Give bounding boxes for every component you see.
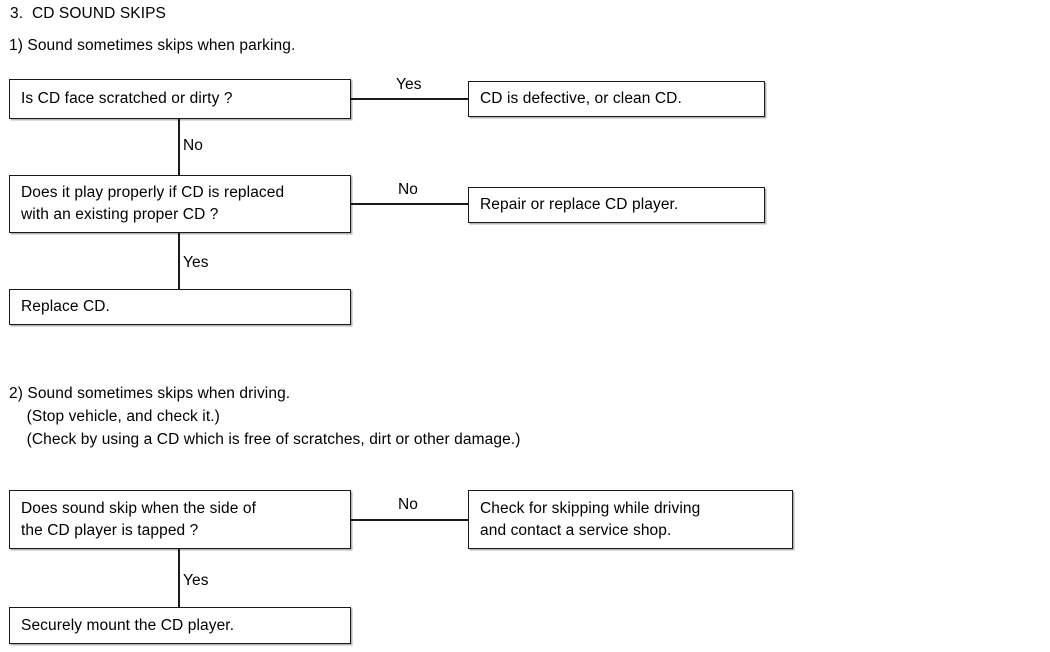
page-title: 3. CD SOUND SKIPS xyxy=(10,5,166,22)
node-label: CD is defective, or clean CD. xyxy=(480,90,682,107)
node-driving-question-1[interactable]: Does sound skip when the side of the CD … xyxy=(9,490,351,549)
section-1-subheading: 1) Sound sometimes skips when parking. xyxy=(9,37,296,54)
edge-label-q2-yes: Yes xyxy=(183,254,209,271)
node-label: Does it play properly if CD is replaced … xyxy=(21,184,285,223)
node-driving-result[interactable]: Securely mount the CD player. xyxy=(9,607,351,644)
node-parking-answer-1[interactable]: CD is defective, or clean CD. xyxy=(468,81,765,117)
connector-q1-to-a1 xyxy=(351,98,469,100)
connector-q2-to-a2 xyxy=(351,203,469,205)
edge-label-q1-yes: Yes xyxy=(396,76,422,93)
connector-driving-q1-to-a1 xyxy=(351,519,469,521)
node-label: Does sound skip when the side of the CD … xyxy=(21,499,256,539)
node-label: Check for skipping while driving and con… xyxy=(480,499,701,539)
node-parking-result[interactable]: Replace CD. xyxy=(9,289,351,325)
connector-driving-q1-to-end xyxy=(178,549,180,607)
node-parking-question-1[interactable]: Is CD face scratched or dirty ? xyxy=(9,79,351,119)
edge-label-q1-no: No xyxy=(183,137,204,154)
node-label: Securely mount the CD player. xyxy=(21,616,235,634)
node-driving-answer-1[interactable]: Check for skipping while driving and con… xyxy=(468,490,793,549)
node-label: Repair or replace CD player. xyxy=(480,196,679,213)
node-parking-answer-2[interactable]: Repair or replace CD player. xyxy=(468,187,765,223)
node-label: Is CD face scratched or dirty ? xyxy=(21,90,233,107)
connector-q1-to-q2 xyxy=(178,119,180,176)
node-parking-question-2[interactable]: Does it play properly if CD is replaced … xyxy=(9,175,351,233)
edge-label-q2-no: No xyxy=(398,181,419,198)
edge-label-driving-q1-yes: Yes xyxy=(183,572,209,589)
edge-label-driving-q1-no: No xyxy=(398,496,419,513)
section-2-subheading: 2) Sound sometimes skips when driving. (… xyxy=(9,385,521,448)
connector-q2-to-end xyxy=(178,233,180,289)
node-label: Replace CD. xyxy=(21,298,110,315)
